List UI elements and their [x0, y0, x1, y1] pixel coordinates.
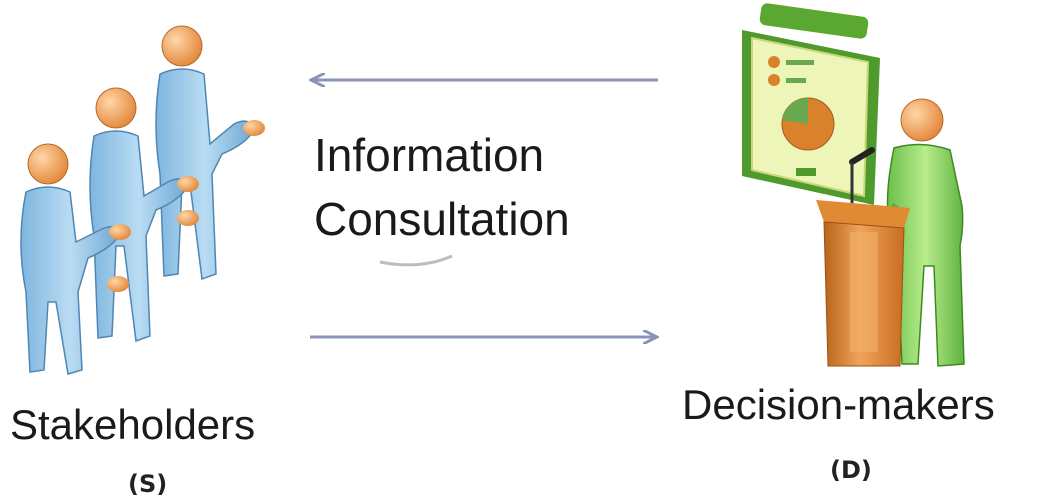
presentation-board — [742, 3, 880, 205]
decision-makers-label: Decision-makers — [682, 381, 995, 428]
decision-maker-illustration — [742, 3, 965, 367]
microphone-icon — [849, 147, 875, 165]
stakeholder-figure-middle — [89, 87, 199, 343]
podium — [816, 200, 910, 367]
stakeholders-illustration — [20, 25, 265, 375]
flow-label-information: Information — [314, 129, 545, 181]
decision-makers-code: (D) — [830, 456, 872, 484]
stakeholders-code: (S) — [128, 470, 168, 498]
stakeholders-label: Stakeholders — [10, 401, 256, 448]
faint-swoosh — [379, 254, 453, 267]
stakeholder-figure-back — [155, 25, 265, 281]
stakeholder-figure-front — [20, 143, 131, 375]
flow-label-consultation: Consultation — [314, 193, 570, 245]
